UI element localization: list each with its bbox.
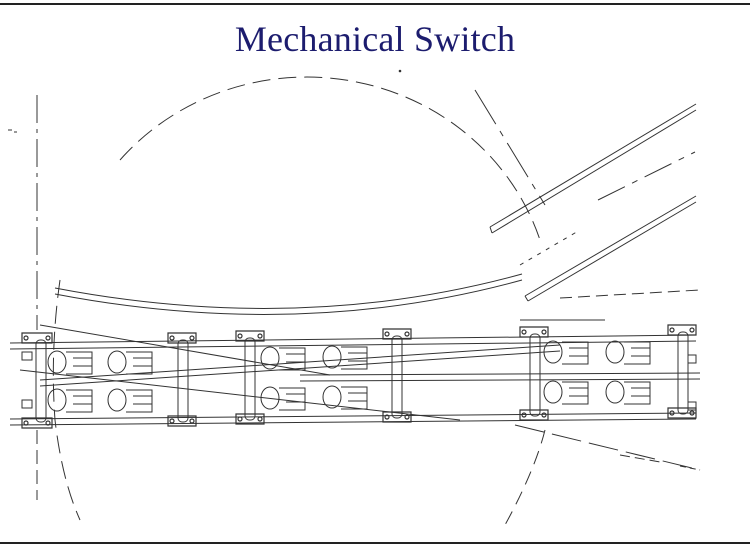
top-divider (0, 3, 750, 5)
roller-assemblies (48, 341, 650, 412)
mechanical-switch-drawing (0, 60, 750, 540)
cross-ties (36, 332, 688, 422)
right-end-clamps (22, 352, 696, 410)
diverging-branch-track (490, 104, 696, 301)
stray-marks (8, 70, 401, 132)
dashed-turning-circle (120, 77, 540, 240)
rail-clamps (22, 325, 696, 428)
slide-title: Mechanical Switch (234, 19, 516, 59)
curved-rail (55, 274, 522, 314)
upper-right-dashed-guide (475, 90, 545, 205)
right-dashed-extensions (560, 290, 700, 470)
dashed-turning-circle-lower-left (53, 280, 80, 520)
bottom-divider (0, 542, 750, 544)
switch-diagonal-rails (20, 320, 700, 470)
dashed-turning-circle-lower-right (505, 430, 545, 525)
